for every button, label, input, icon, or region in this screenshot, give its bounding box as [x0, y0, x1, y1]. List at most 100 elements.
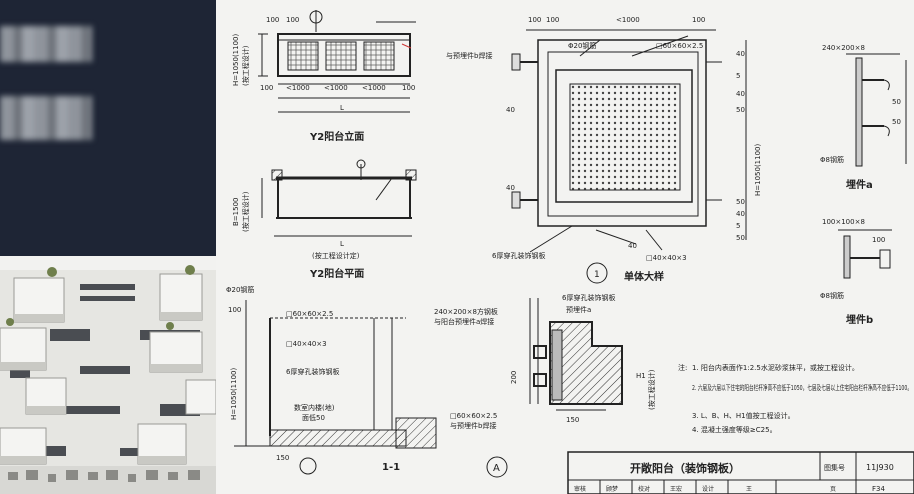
callout-label: □60×60×2.5	[286, 310, 333, 318]
page-number: F34	[872, 485, 885, 493]
dim-label: 100	[286, 16, 299, 24]
callout-label: 100×100×8	[822, 218, 865, 226]
dim-label: 100	[528, 16, 541, 24]
dim-label: 200	[510, 371, 518, 384]
embedded-part-a-title: 埋件a	[846, 178, 873, 191]
dim-label: 50	[736, 106, 745, 114]
dim-label: 100	[546, 16, 559, 24]
embedded-part-b-title: 埋件b	[846, 313, 873, 326]
callout-label: 6厚穿孔装饰钢板	[562, 293, 615, 302]
height-note: (按工程设计)	[241, 45, 250, 86]
detail-a-mark: A	[493, 463, 500, 474]
title-block	[567, 451, 914, 494]
notes-heading: 注:	[678, 363, 687, 372]
title-block-cell: 王宏	[670, 485, 682, 493]
dim-label: <1000	[286, 84, 310, 92]
blurred-thumbnail	[0, 96, 92, 140]
height-dim: H=1050(1100)	[230, 368, 238, 420]
note-item: 4. 混凝土强度等级≥C25。	[692, 425, 777, 434]
y2-plan-title: Y2阳台平面	[309, 267, 364, 280]
note-item: 3. L、B、H、H1值按工程设计。	[692, 411, 795, 420]
note-item: 1. 阳台内表面作1:2.5水泥砂浆抹平，或按工程设计。	[692, 363, 859, 372]
callout-label: □40×40×3	[286, 340, 327, 348]
depth-note: (按工程设计)	[241, 191, 250, 232]
blurred-thumbnail-panel	[0, 0, 216, 256]
dim-label: <1000	[324, 84, 348, 92]
callout-label: 与预埋件b焊接	[450, 421, 496, 430]
callout-label: 面低50	[302, 413, 325, 422]
callout-label: □60×60×2.5	[656, 42, 703, 50]
dim-label: 50	[736, 198, 745, 206]
callout-label: 与阳台预埋件a焊接	[434, 317, 494, 326]
callout-label: □40×40×3	[646, 254, 687, 262]
dim-label: 40	[736, 50, 745, 58]
dim-label: 100	[402, 84, 415, 92]
drawing-sheet: 100 100 <1000 <1000 <1000 100 100 L H=10…	[216, 0, 914, 494]
y2-plan-view	[261, 159, 417, 237]
note-item: 2. 六层及六层以下住宅的阳台栏杆净高不应低于1050，七层及七层以上住宅阳台栏…	[692, 383, 912, 392]
dim-label: 50	[892, 98, 901, 106]
dim-label: 100	[872, 236, 885, 244]
callout-label: 6厚穿孔装饰钢板	[492, 251, 545, 260]
plan-note: (按工程设计定)	[312, 251, 360, 260]
dim-label: 100	[260, 84, 273, 92]
callout-label: 240×200×8方钢板	[434, 307, 498, 316]
dim-label: 40	[736, 210, 745, 218]
callout-label: □60×60×2.5	[450, 412, 497, 420]
construction-drawing: 100 100 <1000 <1000 <1000 100 100 L H=10…	[216, 0, 914, 494]
section-1-1-view	[234, 300, 437, 475]
title-block-cell: 设计	[702, 485, 714, 493]
height-note: (按工程设计)	[647, 369, 656, 410]
title-block-cell: 王	[746, 486, 752, 493]
dim-label: 40	[506, 106, 515, 114]
dim-label: 150	[566, 416, 579, 424]
drawing-title: 开敞阳台（装饰钢板）	[630, 461, 740, 475]
detail-number: 1	[594, 270, 600, 280]
dim-label: 100	[692, 16, 705, 24]
depth-dim: B=1500	[232, 198, 240, 226]
dim-label: 100	[228, 306, 241, 314]
facade-illustration	[0, 256, 216, 494]
detail-a-view	[486, 298, 623, 478]
callout-label: 6厚穿孔装饰钢板	[286, 367, 339, 376]
title-block-cell: 审核	[574, 485, 586, 493]
height-dim: H=1050(1100)	[754, 144, 762, 196]
callout-label: 240×200×8	[822, 44, 865, 52]
y2-elevation-title: Y2阳台立面	[309, 130, 364, 143]
dim-label: 5	[736, 72, 740, 80]
callout-label: Φ20钢筋	[226, 285, 254, 294]
dim-label: <1000	[616, 16, 640, 24]
embedded-part-b-view	[838, 229, 892, 279]
dim-label: 150	[276, 454, 289, 462]
building-facade-photo	[0, 256, 216, 494]
section-1-1-title: 1-1	[382, 462, 400, 473]
dim-label: 40	[628, 242, 637, 250]
callout-label: Φ20钢筋	[568, 41, 596, 50]
embedded-part-a-view	[846, 53, 907, 167]
dim-label: <1000	[362, 84, 386, 92]
dim-label: L	[340, 240, 344, 248]
callout-label: 数室内楼(地)	[294, 403, 335, 412]
set-number-label: 图集号	[824, 463, 845, 472]
y2-elevation-view	[258, 10, 416, 113]
callout-label: Φ8钢筋	[820, 155, 844, 164]
dim-label: 50	[892, 118, 901, 126]
callout-label: 与预埋件b焊接	[446, 51, 492, 60]
dim-label: 40	[506, 184, 515, 192]
title-block-cell: 顾梦	[606, 485, 618, 493]
title-block-cell: 页	[830, 486, 836, 493]
blurred-thumbnail	[0, 26, 92, 62]
dim-label: H1	[636, 372, 646, 380]
height-dim: H=1050(1100)	[232, 34, 240, 86]
dim-label: 5	[736, 222, 740, 230]
dim-label: 40	[736, 90, 745, 98]
dim-label: L	[340, 104, 344, 112]
dim-label: 50	[736, 234, 745, 242]
callout-label: 预埋件a	[566, 305, 591, 314]
set-number: 11J930	[866, 463, 894, 472]
callout-label: Φ8钢筋	[820, 291, 844, 300]
single-detail-title: 单体大样	[624, 270, 664, 283]
title-block-cell: 校对	[638, 485, 650, 493]
single-detail-view	[511, 29, 747, 284]
